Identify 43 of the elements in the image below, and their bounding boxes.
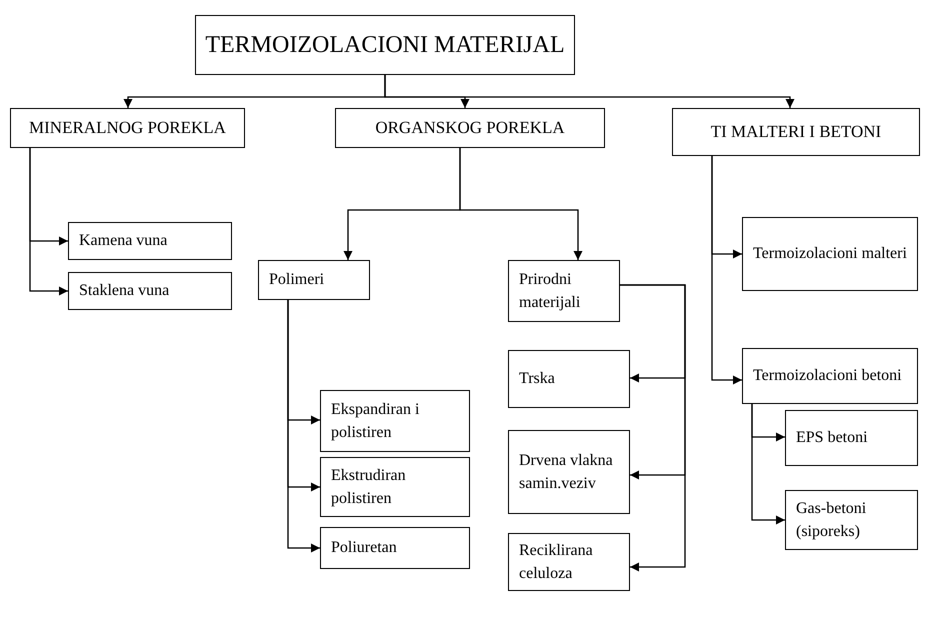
node-label: Polimeri — [269, 270, 324, 290]
category-box — [258, 260, 370, 300]
node-label: Reciklirana celuloza — [519, 540, 594, 584]
node-label: Drvena vlakna samin.veziv — [519, 450, 614, 494]
category-box — [10, 108, 245, 148]
connector-arrow — [459, 148, 582, 260]
node-label: TI MALTERI I BETONI — [710, 120, 882, 143]
category-box — [68, 222, 232, 260]
connector-arrow — [620, 284, 686, 572]
category-box — [672, 108, 920, 156]
category-box — [320, 457, 470, 517]
node-label: Kamena vuna — [79, 231, 168, 252]
node-label: Trska — [519, 369, 555, 390]
connector-arrow — [384, 75, 794, 108]
category-box — [320, 527, 470, 569]
category-box — [195, 15, 575, 75]
node-label: Prirodni materijali — [519, 270, 582, 313]
category-box — [742, 217, 918, 291]
connector-arrow — [751, 404, 785, 524]
connector-arrow — [287, 300, 320, 552]
category-box — [785, 410, 918, 466]
node-label: Staklena vuna — [79, 281, 170, 302]
connector-arrow — [29, 148, 68, 296]
node-label: Gas-betoni (siporeks) — [796, 498, 868, 542]
category-box — [508, 350, 630, 408]
category-box — [508, 260, 620, 322]
node-label: Termoizolacioni malteri — [753, 244, 907, 264]
node-label: ORGANSKOG POREKLA — [375, 116, 565, 139]
category-box — [335, 108, 605, 148]
node-label: Termoizolacioni betoni — [753, 366, 902, 386]
node-label: Poliuretan — [331, 538, 397, 558]
category-box — [508, 430, 630, 514]
node-label: EPS betoni — [796, 428, 868, 448]
category-box — [320, 390, 470, 452]
connector-arrow — [711, 156, 742, 384]
node-label: Ekstrudiran polistiren — [331, 466, 407, 509]
node-label: MINERALNOG POREKLA — [29, 116, 226, 139]
category-box — [68, 272, 232, 310]
node-label: TERMOIZOLACIONI MATERIJAL — [205, 30, 565, 60]
category-box — [785, 490, 918, 550]
node-label: Ekspandiran i polistiren — [331, 400, 420, 443]
category-box — [508, 533, 630, 591]
category-box — [742, 348, 918, 404]
